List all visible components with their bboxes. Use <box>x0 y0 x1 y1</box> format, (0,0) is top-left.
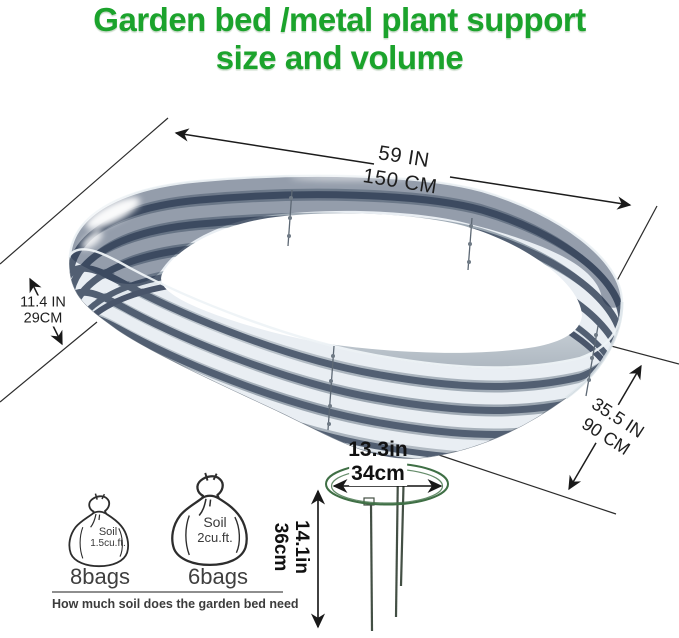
soil-bag-1-count: 8bags <box>70 564 130 589</box>
ring-height-cm: 36cm <box>270 522 291 572</box>
title-line-2: size and volume <box>215 39 464 76</box>
title-line-1: Garden bed /metal plant support <box>93 1 586 38</box>
plant-support-ring <box>310 462 449 632</box>
soil-bag-2-volume: 2cu.ft. <box>197 530 233 545</box>
soil-caption: How much soil does the garden bed need <box>52 597 299 611</box>
soil-bag-1-volume: 1.5cu.ft. <box>90 538 126 549</box>
height-dimension-label: 11.4 IN 29CM <box>18 294 68 327</box>
length-dimension-arrow <box>174 128 632 210</box>
page-title: Garden bed /metal plant support size and… <box>0 1 679 77</box>
height-in: 11.4 IN <box>20 294 66 311</box>
ring-diameter-in-label: 13.3in <box>348 438 408 461</box>
ring-height-in: 14.1in <box>291 520 312 574</box>
height-cm: 29CM <box>23 310 63 326</box>
inner-wall-shadow <box>70 175 622 308</box>
soil-bag-1-name: Soil <box>98 526 118 538</box>
specular-highlights <box>81 173 410 250</box>
ring-diameter-cm-label: 34cm <box>349 462 407 486</box>
ring-height-label: 14.1in 36cm <box>270 520 312 574</box>
soil-bag-2-name: Soil <box>203 514 227 530</box>
soil-bag-2-label: Soil 2cu.ft. <box>197 514 233 546</box>
bed-interior-ground <box>161 213 583 353</box>
soil-bag-2-count: 6bags <box>188 564 248 589</box>
garden-bed-illustration <box>68 173 624 459</box>
soil-bag-1-label: Soil 1.5cu.ft. <box>90 526 126 550</box>
